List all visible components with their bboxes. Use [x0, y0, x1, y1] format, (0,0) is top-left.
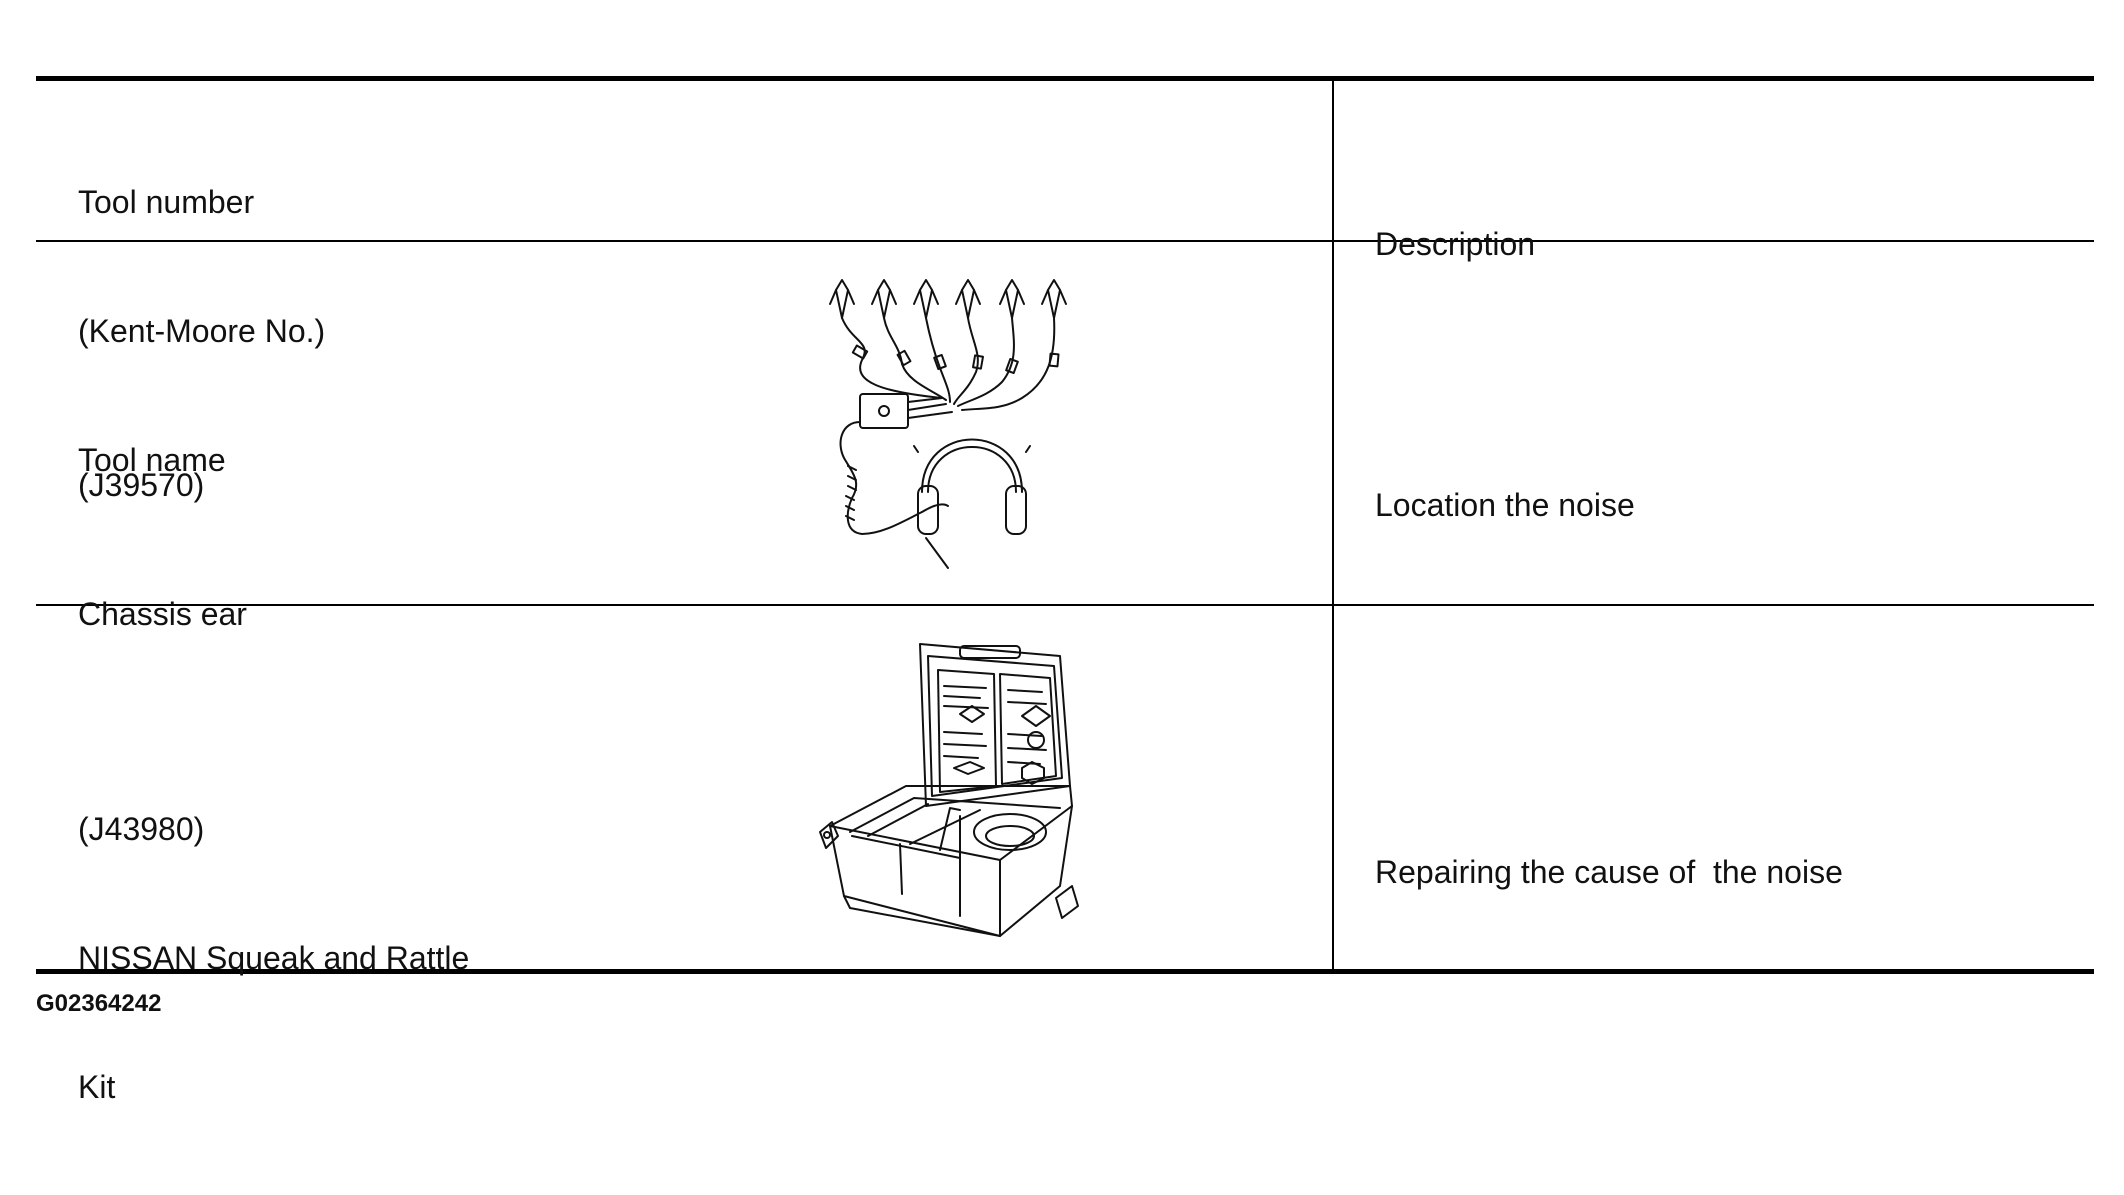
row1-description: Location the noise — [1375, 487, 1635, 523]
header-tool-name: Tool name — [78, 442, 226, 478]
chassis-ear-illustration — [829, 279, 1067, 569]
header-kent-moore-no: (Kent-Moore No.) — [78, 313, 326, 349]
header-tool-number: Tool number — [78, 184, 255, 220]
row1-tool-cell: (J39570) Chassis ear — [78, 378, 247, 722]
row2-tool-cell: (J43980) NISSAN Squeak and Rattle Kit — [78, 722, 469, 1195]
column-divider — [1332, 80, 1334, 970]
row1-tool-name: Chassis ear — [78, 596, 247, 632]
table-top-rule — [36, 76, 2094, 81]
row1-description-cell: Location the noise — [1375, 398, 1635, 613]
figure-id: G02364242 — [36, 990, 162, 1017]
row-divider — [36, 604, 2094, 606]
squeak-rattle-kit-case-illustration — [819, 643, 1079, 937]
header-description-cell: Description — [1375, 137, 1535, 352]
row2-tool-name-line1: NISSAN Squeak and Rattle — [78, 940, 470, 976]
header-divider — [36, 240, 2094, 242]
row1-tool-number: (J39570) — [78, 467, 205, 503]
header-description: Description — [1375, 226, 1536, 262]
table-bottom-rule — [36, 969, 2094, 974]
clip-1 — [829, 279, 855, 319]
tool-table: Tool number (Kent-Moore No.) Tool name D… — [36, 76, 2094, 1105]
row2-tool-number: (J43980) — [78, 811, 205, 847]
row2-tool-name-line2: Kit — [78, 1069, 116, 1105]
header-tool-cell: Tool number (Kent-Moore No.) Tool name — [78, 95, 325, 568]
row2-description: Repairing the cause of the noise — [1375, 854, 1843, 890]
row2-description-cell: Repairing the cause of the noise — [1375, 765, 1843, 980]
